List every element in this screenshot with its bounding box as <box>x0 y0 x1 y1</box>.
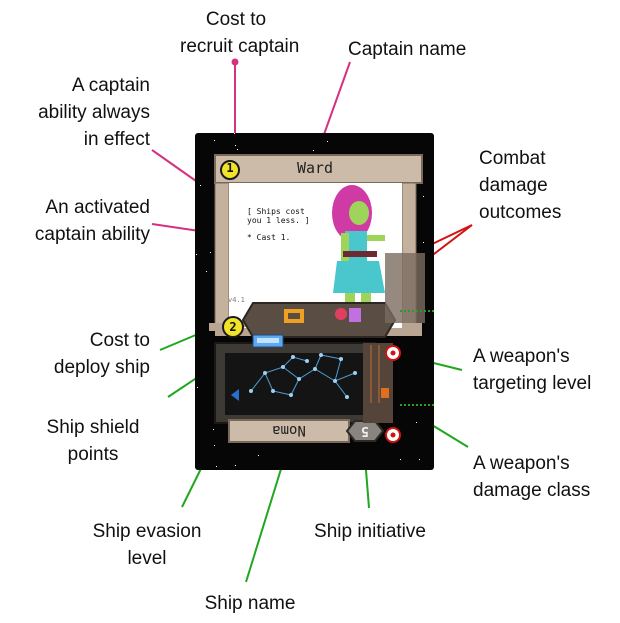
damage-outcome-icon-1 <box>284 309 304 323</box>
label-ship-name: Ship name <box>204 593 296 614</box>
star <box>196 254 197 255</box>
captain-portrait <box>332 185 385 321</box>
star <box>327 141 328 142</box>
star <box>423 242 424 243</box>
star <box>216 466 217 467</box>
card-art <box>209 154 434 443</box>
initiative-value: 5 <box>361 423 369 438</box>
game-card: 1 Ward [ Ships cost you 1 less. ] * Cast… <box>195 133 434 470</box>
star <box>258 455 259 456</box>
star <box>235 465 236 466</box>
star <box>197 387 198 388</box>
star <box>423 196 424 197</box>
targeting-icon-1 <box>385 345 401 361</box>
star <box>400 459 401 460</box>
star <box>206 271 207 272</box>
version-label: v4.1 <box>228 296 245 304</box>
star <box>200 185 201 186</box>
star <box>237 149 238 150</box>
ability-always: [ Ships cost you 1 less. ] <box>247 207 310 225</box>
captain-name: Ward <box>296 159 334 177</box>
label-initiative: Ship initiative <box>314 521 426 542</box>
recruit-cost: 1 <box>226 161 234 175</box>
star <box>313 150 314 151</box>
damage-outcome-icon-2 <box>335 308 361 322</box>
star <box>213 429 214 430</box>
star <box>214 445 215 446</box>
label-captain-name: Captain name <box>348 39 467 60</box>
targeting-icon-2 <box>385 427 401 443</box>
damage-class-icon <box>381 388 389 398</box>
shield-crystal-icon <box>252 334 284 348</box>
star <box>214 140 215 141</box>
star <box>235 145 236 146</box>
evasion-icon <box>231 389 239 401</box>
star <box>210 252 211 253</box>
star <box>419 459 420 460</box>
star <box>234 133 235 134</box>
ship-name: Noma <box>272 422 306 438</box>
ability-activated: * Cast 1. <box>247 233 291 242</box>
deploy-cost: 2 <box>229 320 237 334</box>
star <box>416 422 417 423</box>
